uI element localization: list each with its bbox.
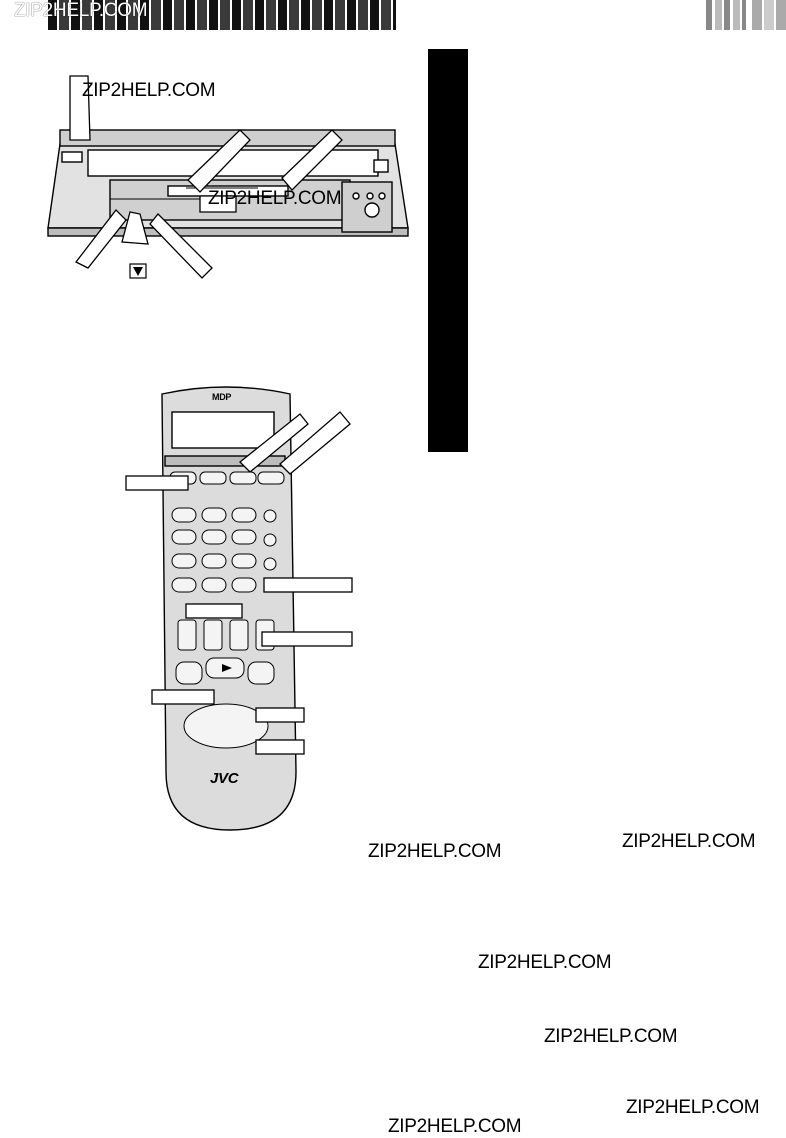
play-icon <box>222 664 232 672</box>
down-arrow-icon <box>129 263 147 279</box>
header-stripe-far-right <box>752 0 786 30</box>
watermark-center: ZIP2HELP.COM <box>478 952 612 973</box>
vcr-body <box>47 129 409 237</box>
watermark-mid-right: ZIP2HELP.COM <box>622 831 756 852</box>
header-stripe-bar <box>48 0 396 30</box>
watermark-top: ZIP2HELP.COM <box>14 0 148 21</box>
watermark-vcr: ZIP2HELP.COM <box>82 80 216 101</box>
remote-brand-label: JVC <box>210 770 239 787</box>
watermark-lower: ZIP2HELP.COM <box>544 1026 678 1047</box>
remote-header-label: MDP <box>212 392 232 402</box>
watermark-bottom-right: ZIP2HELP.COM <box>626 1097 760 1118</box>
watermark-vcr-2: ZIP2HELP.COM <box>208 188 342 209</box>
header-stripe-right <box>706 0 746 30</box>
remote-hand-pointers <box>125 411 353 755</box>
watermark-bottom: ZIP2HELP.COM <box>388 1116 522 1137</box>
section-tab-bar <box>428 49 468 452</box>
vcr-hand-pointers <box>69 75 343 279</box>
watermark-mid-left: ZIP2HELP.COM <box>368 841 502 862</box>
